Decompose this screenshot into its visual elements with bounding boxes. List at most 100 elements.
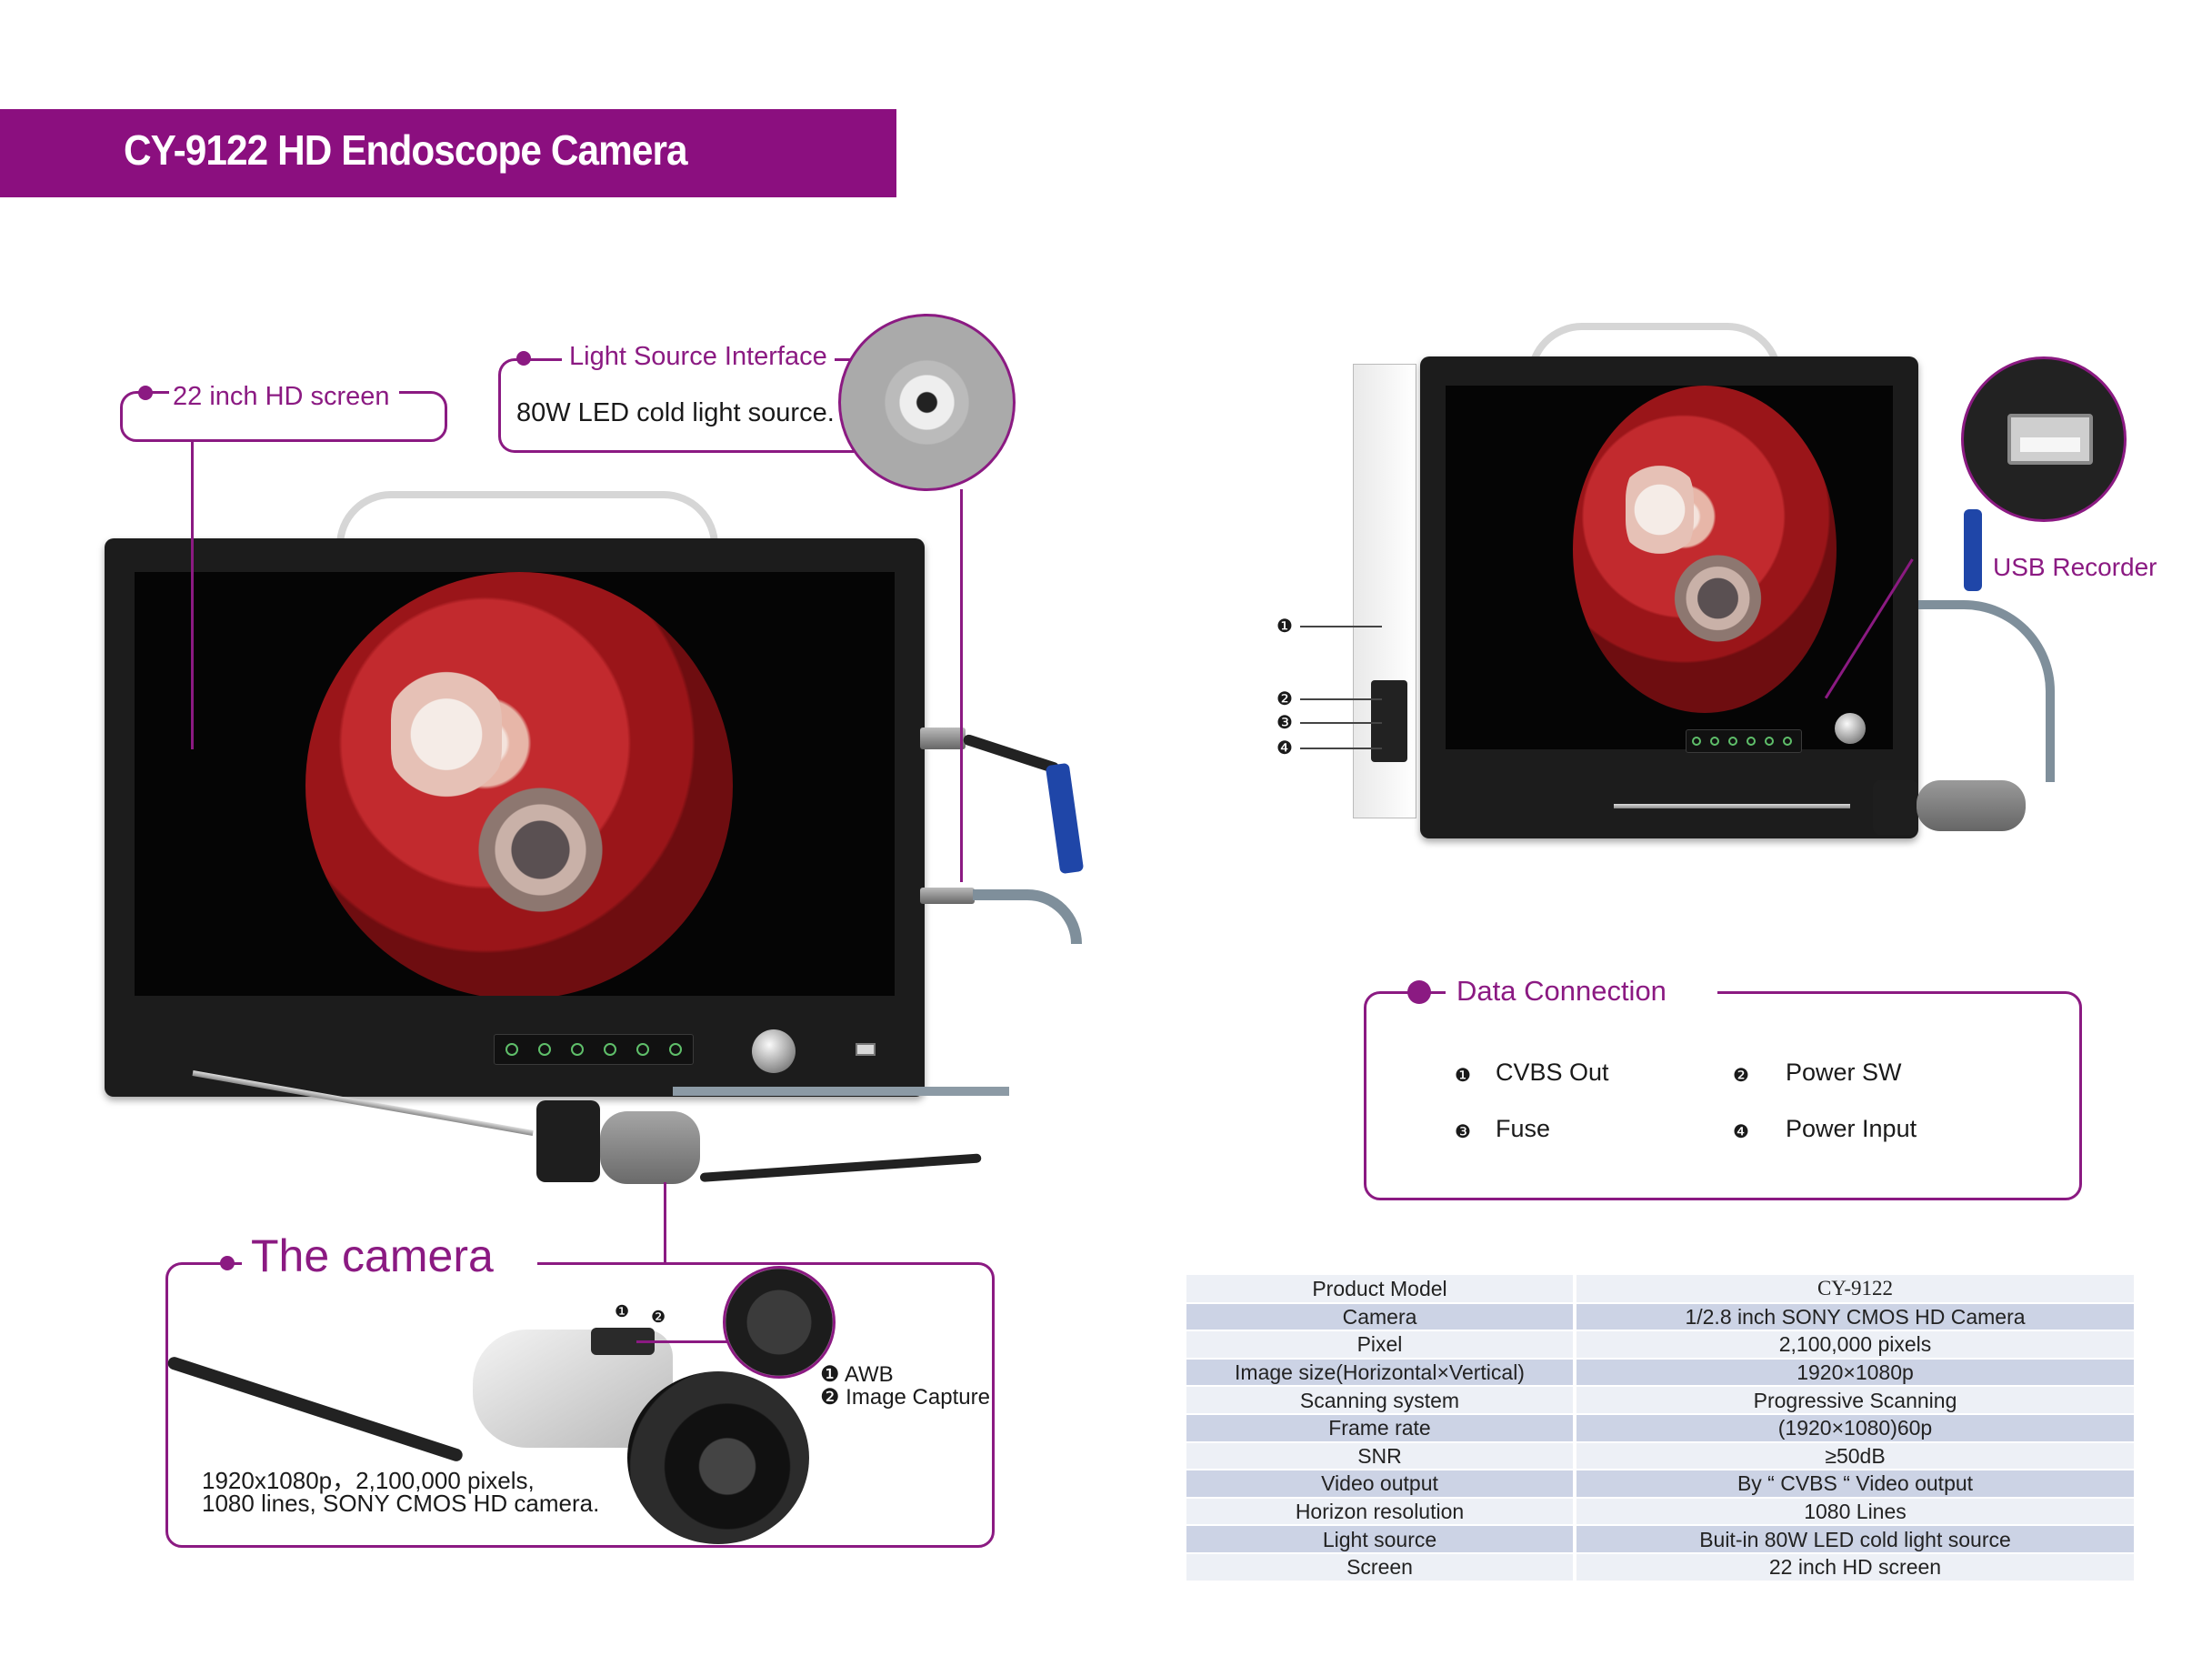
data-item-4-num: ❹: [1733, 1122, 1749, 1142]
spec-value: Buit-in 80W LED cold light source: [1575, 1525, 2137, 1554]
light-callout-desc: 80W LED cold light source.: [516, 398, 835, 427]
spec-value: 1080 Lines: [1575, 1497, 2137, 1527]
endoscope-eyepiece: [536, 1100, 600, 1182]
data-item-3-num: ❸: [1455, 1122, 1471, 1142]
light-callout-line: [960, 489, 963, 882]
spec-value: By “ CVBS “ Video output: [1575, 1470, 2137, 1499]
spec-label: Pixel: [1186, 1330, 1576, 1360]
monitor-knob: [752, 1029, 796, 1073]
camera-inset-line: [636, 1340, 727, 1343]
side-knob: [1835, 713, 1866, 744]
usb-inset: [1961, 356, 2127, 522]
side-power-panel: [1371, 680, 1407, 762]
camera-marker-2: ❷: [651, 1308, 666, 1326]
light-connector: [920, 888, 975, 904]
usb-callout-label: USB Recorder: [1993, 553, 2157, 581]
side-marker-4-line: [1300, 748, 1382, 749]
page-title: CY-9122 HD Endoscope Camera: [124, 126, 688, 174]
camera-callout-dot: [220, 1256, 235, 1270]
side-monitor-screen: [1446, 386, 1893, 749]
side-camera-head: [1917, 780, 2026, 831]
camera-box-coupler: [627, 1371, 809, 1544]
side-marker-3: ❸: [1276, 713, 1293, 733]
spec-label: Screen: [1186, 1552, 1576, 1582]
blue-cable: [1045, 762, 1085, 875]
spec-value: 1920×1080p: [1575, 1358, 2137, 1388]
camera-buttons-inset: [723, 1266, 836, 1379]
camera-callout-frame: [165, 1262, 995, 1548]
usb-port-icon: [2007, 414, 2093, 465]
spec-label: Camera: [1186, 1302, 1576, 1332]
data-item-2-label: Power SW: [1786, 1059, 1902, 1086]
spec-value: 22 inch HD screen: [1575, 1552, 2137, 1582]
spec-label: Product Model: [1186, 1275, 1576, 1304]
data-item-3-label: Fuse: [1496, 1115, 1551, 1142]
data-connection-dot: [1407, 980, 1431, 1004]
spec-value: CY-9122: [1575, 1275, 2137, 1304]
spec-value: 1/2.8 inch SONY CMOS HD Camera: [1575, 1302, 2137, 1332]
side-marker-2: ❷: [1276, 689, 1293, 709]
side-marker-2-line: [1300, 698, 1382, 700]
spec-value: ≥50dB: [1575, 1441, 2137, 1471]
light-cable: [973, 889, 1082, 944]
spec-row: Frame rate(1920×1080)60p: [1186, 1413, 2137, 1443]
screen-callout-dot: [138, 386, 153, 400]
spec-row: Image size(Horizontal×Vertical)1920×1080…: [1186, 1358, 2137, 1388]
camera-callout-title: The camera: [242, 1229, 537, 1282]
camera-cable-lower: [699, 1153, 982, 1182]
side-marker-4: ❹: [1276, 738, 1293, 758]
spec-label: Light source: [1186, 1525, 1576, 1554]
screen-callout-line: [191, 442, 194, 749]
spec-label: Video output: [1186, 1470, 1576, 1499]
spec-label: Frame rate: [1186, 1413, 1576, 1443]
monitor-button-strip: [494, 1034, 694, 1065]
light-callout-dot: [516, 351, 531, 366]
light-source-inset: [838, 314, 1016, 491]
camera-btn-capture: ❷ Image Capture: [820, 1385, 990, 1410]
side-eyepiece: [1873, 780, 1918, 835]
camera-desc-line1: 1920x1080p，2,100,000 pixels,: [202, 1467, 535, 1494]
side-marker-1: ❶: [1276, 617, 1293, 637]
camera-cable-upper: [673, 1087, 1009, 1096]
camera-btn-awb: ❶ AWB: [820, 1362, 894, 1387]
spec-label: Scanning system: [1186, 1386, 1576, 1415]
data-item-1-label: CVBS Out: [1496, 1059, 1609, 1086]
side-marker-1-line: [1300, 626, 1382, 627]
front-monitor-screen: [135, 572, 895, 996]
side-monitor: [1420, 356, 1918, 838]
monitor-handle: [336, 491, 718, 564]
data-item-4-label: Power Input: [1786, 1115, 1917, 1142]
camera-marker-1: ❶: [615, 1302, 630, 1320]
side-marker-3-line: [1300, 722, 1382, 724]
spec-row: SNR≥50dB: [1186, 1441, 2137, 1471]
side-button-strip: [1686, 729, 1802, 753]
data-item-2-num: ❷: [1733, 1066, 1749, 1086]
camera-desc-line2: 1080 lines, SONY CMOS HD camera.: [202, 1490, 600, 1517]
camera-callout-line: [664, 1182, 666, 1262]
front-monitor: [105, 538, 925, 1097]
spec-value: Progressive Scanning: [1575, 1386, 2137, 1415]
camera-head: [600, 1111, 700, 1184]
side-endoscope-view: [1573, 386, 1837, 713]
title-banner: CY-9122 HD Endoscope Camera: [0, 109, 896, 197]
spec-label: SNR: [1186, 1441, 1576, 1471]
spec-label: Horizon resolution: [1186, 1497, 1576, 1527]
spec-label: Image size(Horizontal×Vertical): [1186, 1358, 1576, 1388]
endoscope-view: [305, 572, 733, 996]
light-callout-title: Light Source Interface: [562, 342, 835, 372]
spec-value: (1920×1080)60p: [1575, 1413, 2137, 1443]
spec-value: 2,100,000 pixels: [1575, 1330, 2137, 1360]
screen-callout-label: 22 inch HD screen: [169, 382, 399, 412]
side-cable-grey: [1918, 600, 2055, 782]
side-rod: [1614, 804, 1850, 808]
data-connection-title: Data Connection: [1446, 975, 1717, 1008]
data-connection-frame: [1364, 991, 2082, 1200]
